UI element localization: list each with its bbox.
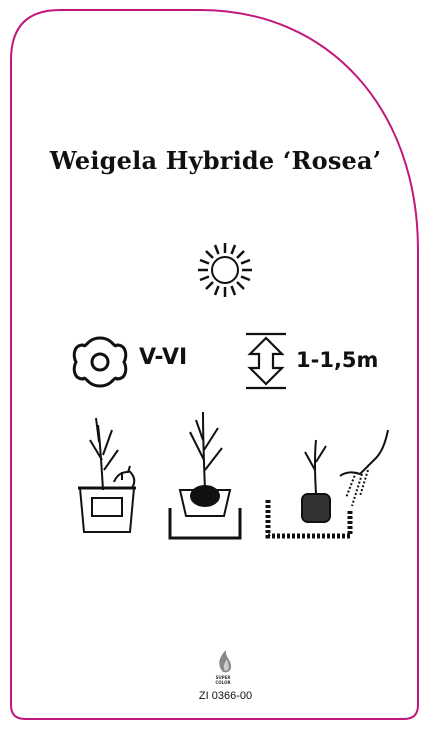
flower-icon — [72, 336, 128, 388]
label-border — [10, 9, 419, 720]
sun-icon — [198, 243, 252, 297]
pot-planting-icon — [168, 411, 242, 540]
plant-name: Weigela Hybride ‘Rosea’ — [49, 146, 382, 175]
bucket-watering-icon — [78, 417, 136, 533]
article-code: ZI 0366-00 — [198, 690, 253, 702]
flame-logo-icon — [219, 650, 232, 673]
height-arrow-icon — [246, 332, 286, 390]
plant-height: 1-1,5m — [296, 348, 379, 372]
bloom-period: V-VI — [139, 345, 188, 370]
brand-line-1: SUPER — [215, 675, 231, 680]
brand-line-2: COLOR — [215, 680, 231, 685]
brand-wordmark: SUPER COLOR — [203, 675, 243, 685]
soil-filling-icon — [265, 429, 389, 539]
